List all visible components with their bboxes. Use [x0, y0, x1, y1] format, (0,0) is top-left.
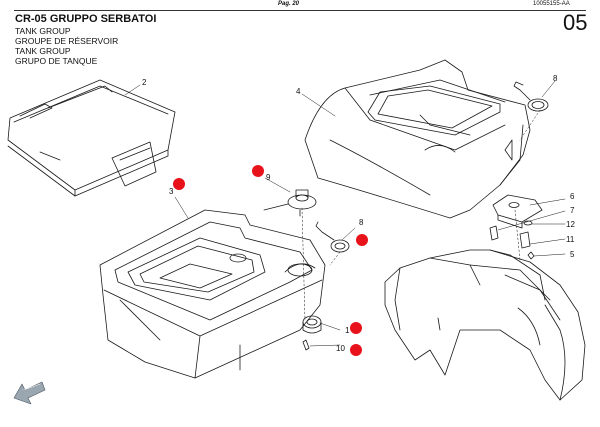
part-5-frame [384, 249, 586, 401]
part-1-valve [302, 315, 322, 334]
part-12-washer [523, 220, 533, 226]
subtitle-en: TANK GROUP [15, 26, 71, 36]
section-number: 05 [563, 10, 588, 35]
document-code: 10055155-AA [533, 1, 570, 7]
callout-2: 2 [142, 78, 147, 87]
callout-6: 6 [570, 192, 575, 201]
red-markers [173, 165, 368, 356]
page-title: CR-05 GRUPPO SERBATOI [15, 13, 157, 25]
leader-lines [124, 80, 566, 347]
part-7-fitting [489, 225, 531, 249]
callout-12: 12 [566, 220, 575, 229]
callout-4: 4 [296, 87, 301, 96]
assembly-lines [301, 109, 541, 321]
subtitle-fr: GROUPE DE RÉSERVOIR [15, 36, 119, 46]
part-3-lower-tank [99, 209, 326, 379]
header-rule [14, 10, 586, 11]
arrow-icon[interactable] [13, 381, 46, 405]
part-10-screw [302, 339, 310, 351]
marker-9 [252, 165, 264, 177]
part-4-upper-tank [304, 59, 531, 219]
part-6-cover [492, 194, 543, 229]
marker-1 [350, 322, 362, 334]
callout-7: 7 [570, 206, 575, 215]
part-8-cap-lower [315, 221, 350, 253]
part-2-lid [7, 79, 176, 197]
callout-10: 10 [336, 344, 345, 353]
subtitle-de: TANK GROUP [15, 46, 71, 56]
part-9-filter [263, 189, 317, 217]
callout-9: 9 [266, 173, 271, 182]
callout-11: 11 [566, 235, 575, 244]
callout-3: 3 [169, 187, 174, 196]
callout-8-upper: 8 [553, 74, 558, 83]
callout-5: 5 [570, 250, 575, 259]
page-label: Pag. 20 [278, 1, 300, 7]
subtitle-es: GRUPO DE TANQUE [15, 56, 98, 66]
part-11-screw [527, 251, 535, 260]
part-8-cap-upper [513, 81, 549, 112]
marker-3 [173, 178, 185, 190]
callout-8-lower: 8 [359, 218, 364, 227]
marker-8 [356, 234, 368, 246]
callout-1: 1 [345, 326, 350, 335]
callout-labels: 2 4 3 8 9 8 6 7 12 11 5 1 10 [142, 74, 575, 353]
marker-10 [350, 344, 362, 356]
